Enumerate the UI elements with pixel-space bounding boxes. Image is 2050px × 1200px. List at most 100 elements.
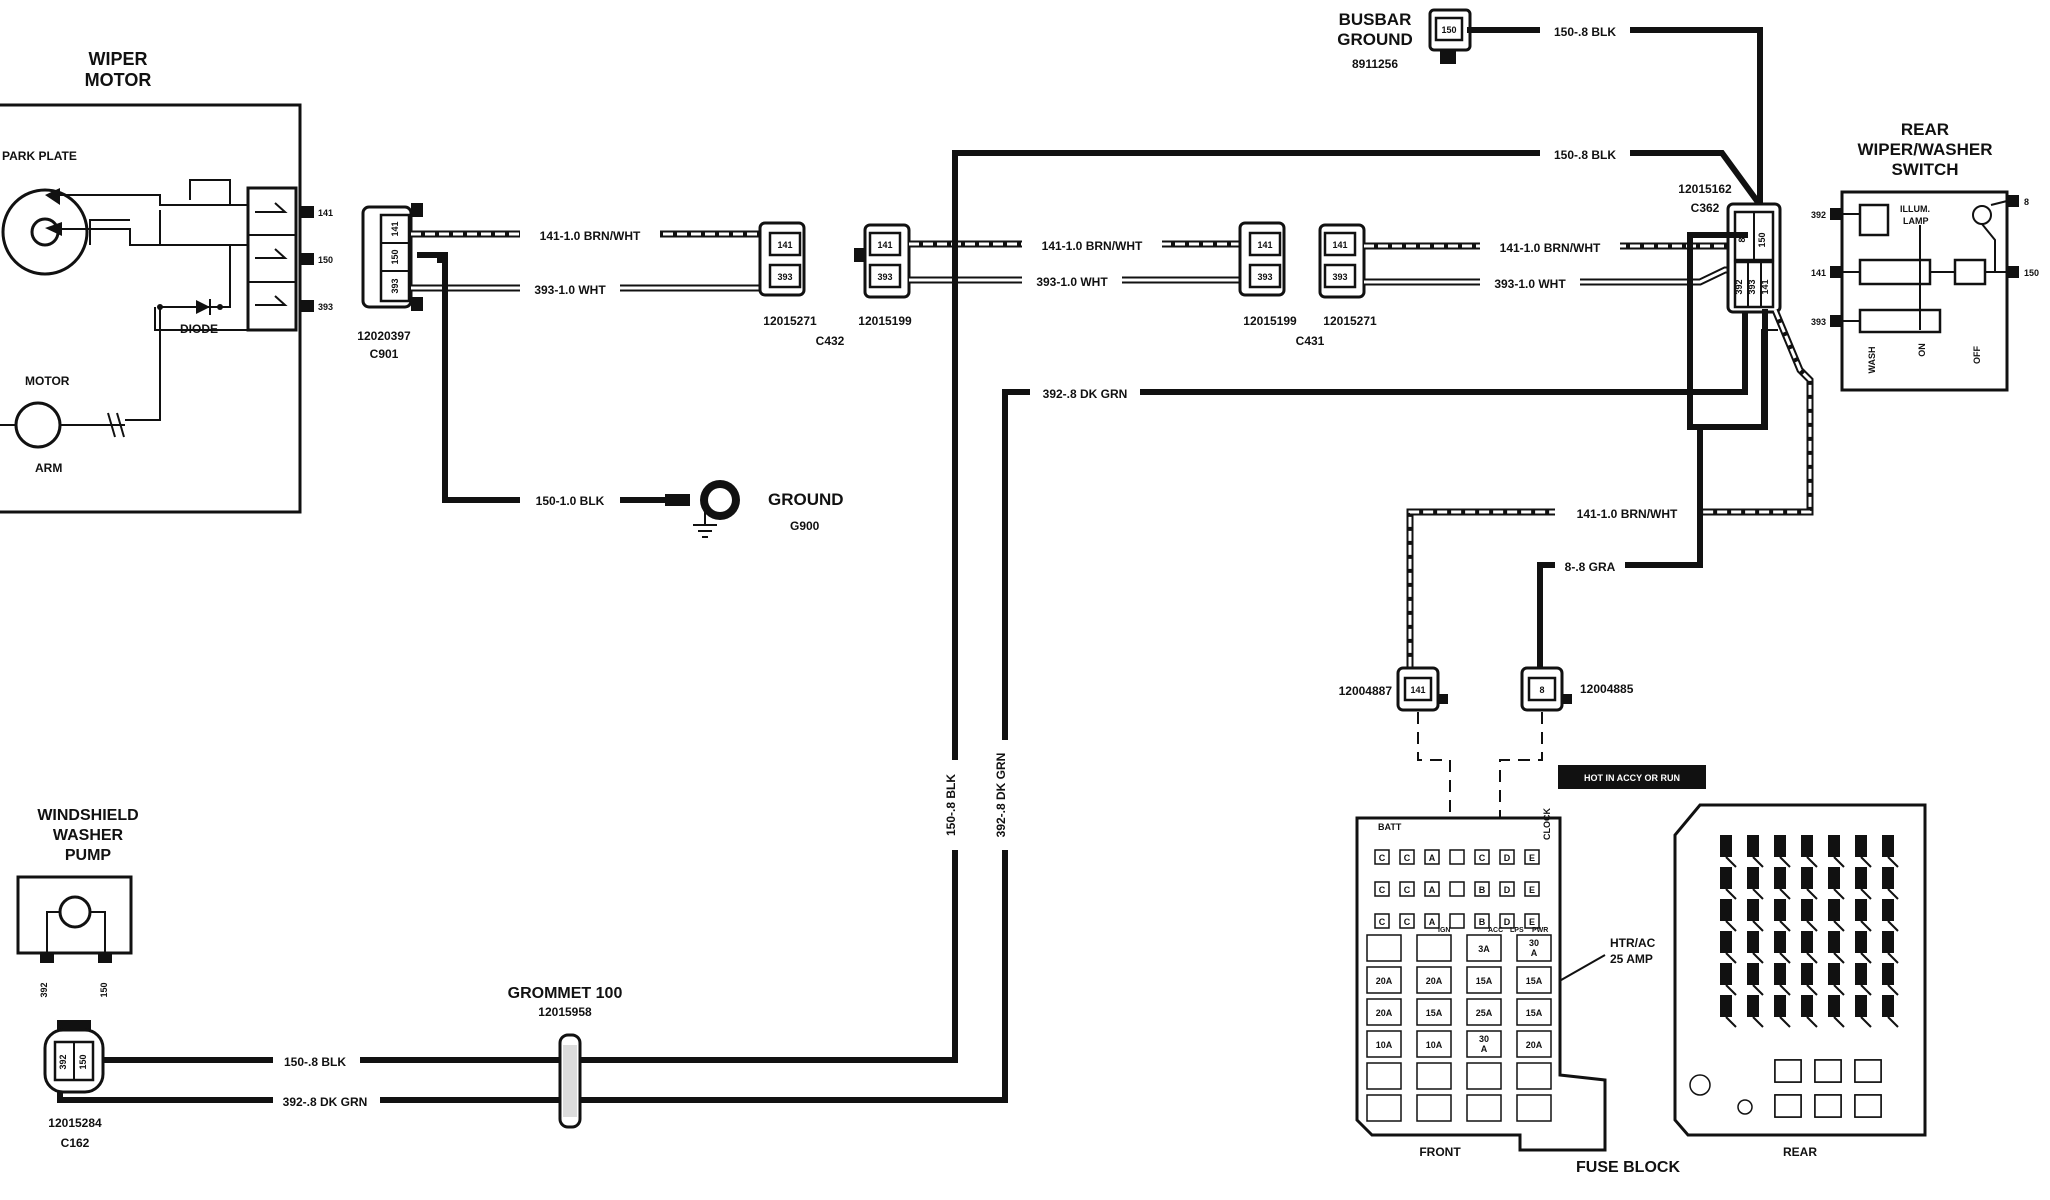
c432-right-pin-141: 141 bbox=[877, 240, 892, 250]
fuse-conn-pin-8: 8 bbox=[1539, 685, 1544, 695]
fuse bbox=[1516, 1094, 1552, 1122]
fuse-socket bbox=[1399, 913, 1415, 929]
c901-pin-393: 393 bbox=[390, 278, 400, 293]
long-wires: 150-.8 BLK 392-.8 DK GRN 150-.8 BLK 392-… bbox=[57, 143, 1765, 1110]
fuse-rating: 30 bbox=[1529, 938, 1539, 948]
rear-fuse bbox=[1855, 995, 1867, 1017]
fuse-rating: 15A bbox=[1526, 976, 1543, 986]
wire-141-label-2: 141-1.0 BRN/WHT bbox=[1042, 239, 1143, 253]
park-plate-icon bbox=[1, 188, 89, 276]
fuse-socket-letter: A bbox=[1429, 885, 1436, 895]
switch-pos-off: OFF bbox=[1972, 346, 1982, 364]
rear-fuse bbox=[1747, 963, 1759, 985]
c901-id: C901 bbox=[370, 347, 399, 361]
c431-left-pin-393: 393 bbox=[1257, 272, 1272, 282]
rear-fuse bbox=[1801, 963, 1813, 985]
fuse bbox=[1516, 1062, 1552, 1090]
fuse-rating: 15A bbox=[1526, 1008, 1543, 1018]
rear-fuse bbox=[1774, 963, 1786, 985]
wire-141-fuse-label: 141-1.0 BRN/WHT bbox=[1577, 507, 1678, 521]
c431-right-pin-393: 393 bbox=[1332, 272, 1347, 282]
wiper-motor: WIPER MOTOR PARK PLATE DIODE MOTOR ARM bbox=[0, 49, 333, 514]
fuse-socket-letter: A bbox=[1429, 917, 1436, 927]
fuse-socket bbox=[1474, 913, 1490, 929]
htr-ac-line1: HTR/AC bbox=[1610, 936, 1656, 950]
fuse bbox=[1366, 998, 1402, 1026]
rear-fuse bbox=[1720, 867, 1732, 889]
rear-mount-hole bbox=[1689, 1074, 1711, 1096]
arm-label: ARM bbox=[35, 461, 62, 475]
rear-fuse bbox=[1774, 899, 1786, 921]
rear-fuse bbox=[1801, 995, 1813, 1017]
rear-fuse bbox=[1855, 963, 1867, 985]
fuse-socket bbox=[1374, 849, 1390, 865]
fuse-socket-letter: C bbox=[1379, 853, 1386, 863]
fuse-socket-letter: C bbox=[1479, 853, 1486, 863]
rear-fuse-slot bbox=[1854, 1094, 1882, 1118]
grommet-part: 12015958 bbox=[538, 1005, 592, 1019]
fuse-rating: 10A bbox=[1426, 1040, 1443, 1050]
wire-392-vert-label: 392-.8 DK GRN bbox=[994, 753, 1008, 838]
fuse-socket bbox=[1499, 913, 1515, 929]
c432-left-pin-141: 141 bbox=[777, 240, 792, 250]
c431-id: C431 bbox=[1296, 334, 1325, 348]
connector-c162: 392 150 12015284 C162 bbox=[43, 1020, 105, 1150]
fuse bbox=[1366, 1062, 1402, 1090]
rear-fuse bbox=[1855, 931, 1867, 953]
washer-pin-150: 150 bbox=[99, 982, 109, 997]
fuse bbox=[1516, 1030, 1552, 1058]
rear-switch-pin-393: 393 bbox=[1811, 317, 1826, 327]
connector-c432: 141 393 141 393 12015271 12015199 C432 bbox=[758, 221, 912, 348]
wire-393-label-2: 393-1.0 WHT bbox=[1036, 275, 1108, 289]
fuse-rating: 15A bbox=[1476, 976, 1493, 986]
rear-switch-pin-8: 8 bbox=[2024, 197, 2029, 207]
wires-c362-fuse: 141-1.0 BRN/WHT 8-.8 GRA bbox=[1406, 232, 1814, 671]
switch-pos-on: ON bbox=[1917, 343, 1927, 357]
rear-fuse bbox=[1774, 835, 1786, 857]
fuse-socket bbox=[1499, 849, 1515, 865]
fuse-col-head: ACC bbox=[1488, 927, 1503, 934]
illum-label: ILLUM. bbox=[1900, 204, 1930, 214]
rear-fuse bbox=[1828, 963, 1840, 985]
fuse-rating: A bbox=[1481, 1044, 1488, 1054]
rear-fuse bbox=[1828, 867, 1840, 889]
grommet-100: GROMMET 100 12015958 bbox=[508, 985, 622, 1129]
c432-right-pin-393: 393 bbox=[877, 272, 892, 282]
washer-title-1: WINDSHIELD bbox=[37, 807, 138, 824]
fuse-socket bbox=[1374, 881, 1390, 897]
fuse bbox=[1466, 934, 1502, 962]
fuse bbox=[1516, 998, 1552, 1026]
fuse bbox=[1416, 998, 1452, 1026]
fuse-block-title: FUSE BLOCK bbox=[1576, 1159, 1680, 1176]
rear-fuse bbox=[1801, 835, 1813, 857]
fuse-rating: 3A bbox=[1478, 944, 1490, 954]
rear-fuse bbox=[1882, 963, 1894, 985]
fuse-block: HOT IN ACCY OR RUN HTR/AC 25 AMP BATT CL… bbox=[1355, 765, 1927, 1176]
washer-pin-392: 392 bbox=[39, 982, 49, 997]
fuse-socket-letter: D bbox=[1504, 885, 1511, 895]
fuse-rating: 30 bbox=[1479, 1034, 1489, 1044]
diode-label: DIODE bbox=[180, 322, 218, 336]
park-contact-icon bbox=[45, 188, 60, 205]
fuse-socket bbox=[1474, 849, 1490, 865]
ground-id: G900 bbox=[790, 519, 820, 533]
front-label: FRONT bbox=[1419, 1145, 1461, 1159]
fuse bbox=[1416, 966, 1452, 994]
fuse bbox=[1466, 966, 1502, 994]
rear-fuse bbox=[1801, 931, 1813, 953]
rear-fuse bbox=[1882, 995, 1894, 1017]
wires-c432-c431: 141-1.0 BRN/WHT 393-1.0 WHT bbox=[909, 234, 1240, 290]
fuse-socket bbox=[1524, 881, 1540, 897]
rear-switch-title-3: SWITCH bbox=[1891, 160, 1958, 179]
wires-c431-c362: 141-1.0 BRN/WHT 393-1.0 WHT bbox=[1364, 236, 1742, 292]
wiper-motor-title-2: MOTOR bbox=[85, 70, 152, 90]
fuse-socket bbox=[1399, 881, 1415, 897]
rear-fuse bbox=[1720, 963, 1732, 985]
fuse-socket bbox=[1524, 913, 1540, 929]
wire-392-top-label: 392-.8 DK GRN bbox=[1043, 387, 1128, 401]
c162-id: C162 bbox=[61, 1136, 90, 1150]
rear-label: REAR bbox=[1783, 1145, 1817, 1159]
rear-fuse bbox=[1882, 867, 1894, 889]
rear-fuse bbox=[1882, 899, 1894, 921]
rear-fuse bbox=[1828, 995, 1840, 1017]
